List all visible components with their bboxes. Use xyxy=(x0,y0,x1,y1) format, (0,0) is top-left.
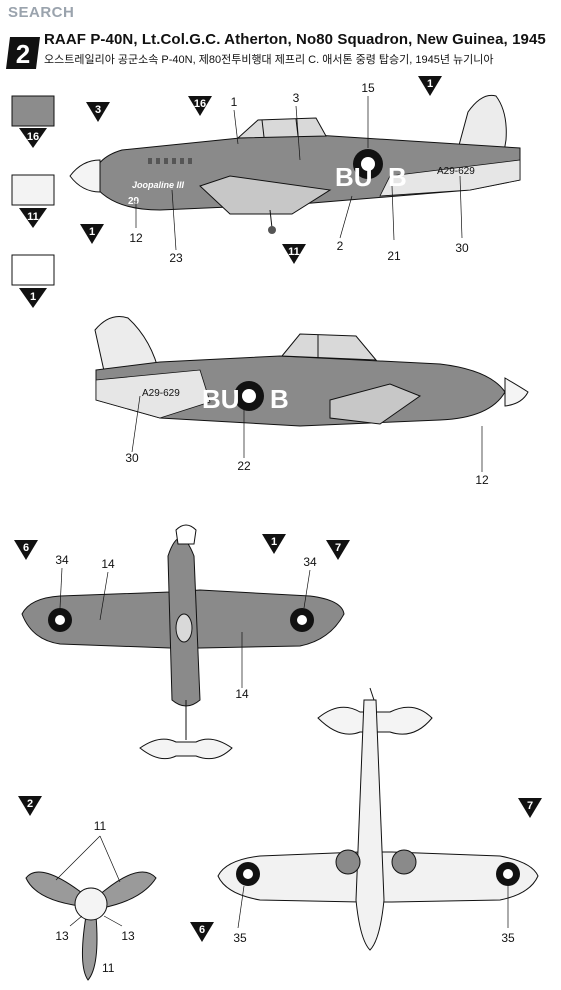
svg-text:7: 7 xyxy=(335,542,341,554)
svg-text:16: 16 xyxy=(194,98,206,110)
callout-13-right: 13 xyxy=(121,929,135,943)
wing xyxy=(329,383,422,425)
svg-text:11: 11 xyxy=(288,246,300,258)
swatch-16: 16 xyxy=(11,95,55,148)
callout-30-right: 30 xyxy=(125,451,139,465)
callout-3: 3 xyxy=(293,91,300,105)
scheme-number: 2 xyxy=(16,39,30,69)
watermark: SEARCH xyxy=(8,4,74,21)
callout-34-left: 34 xyxy=(55,553,69,567)
tri-callout-3: 3 xyxy=(86,102,110,122)
swatch-1-code: 1 xyxy=(30,291,36,303)
swatch-1: 1 xyxy=(11,254,55,308)
callout-14-left: 14 xyxy=(101,557,115,571)
svg-text:2: 2 xyxy=(27,798,33,810)
wing xyxy=(199,175,332,215)
canopy xyxy=(280,333,378,361)
nose-art: Joopaline III xyxy=(132,180,185,190)
watermark-part3: SEARCH xyxy=(8,4,75,21)
tri-callout-1-nose: 1 xyxy=(80,224,104,244)
callout-14-lower: 14 xyxy=(235,687,249,701)
tri-callout-6-bottom: 6 xyxy=(190,922,214,942)
tri-callout-7-bottom: 7 xyxy=(518,798,542,818)
code-letters-left: BU xyxy=(202,384,240,414)
callout-11-prop: 11 xyxy=(94,819,107,833)
tri-callout-7-top: 7 xyxy=(326,540,350,560)
callout-35-right: 35 xyxy=(501,931,515,945)
canopy xyxy=(236,117,327,139)
callout-30: 30 xyxy=(455,241,469,255)
callout-1: 1 xyxy=(231,95,238,109)
callout-22: 22 xyxy=(237,459,251,473)
callout-34-right: 34 xyxy=(303,555,317,569)
top-view xyxy=(21,524,345,760)
tri-callout-1-wing: 1 xyxy=(262,534,286,554)
scheme-title: RAAF P-40N, Lt.Col.G.C. Atherton, No80 S… xyxy=(44,31,546,48)
callout-15: 15 xyxy=(361,81,375,95)
scheme-subtitle: 오스트레일리아 공군소속 P-40N, 제80전투비행대 제프리 C. 애서톤 … xyxy=(44,54,494,66)
swatch-11: 11 xyxy=(11,174,55,228)
callout-11-hub: 11 xyxy=(102,961,115,975)
svg-text:1: 1 xyxy=(89,226,95,238)
svg-text:1: 1 xyxy=(271,536,277,548)
bottom-view xyxy=(217,687,539,951)
callout-2: 2 xyxy=(337,239,344,253)
callout-12-right: 12 xyxy=(475,473,489,487)
spinner xyxy=(504,377,529,407)
tri-callout-16: 16 xyxy=(188,96,212,116)
scheme-badge: 2 xyxy=(6,37,40,69)
tri-callout-2-prop: 2 xyxy=(18,796,42,816)
svg-text:3: 3 xyxy=(95,104,101,116)
callout-35-left: 35 xyxy=(233,931,247,945)
callout-21: 21 xyxy=(387,249,401,263)
nose-number: 29 xyxy=(474,416,486,427)
tri-callout-6-top: 6 xyxy=(14,540,38,560)
serial-number: A29-629 xyxy=(437,166,475,177)
code-letter-right: B xyxy=(388,162,407,192)
tri-callout-1-top: 1 xyxy=(418,76,442,96)
callout-12: 12 xyxy=(129,231,143,245)
code-letters-left: BU xyxy=(335,162,373,192)
callout-23: 23 xyxy=(169,251,183,265)
svg-text:6: 6 xyxy=(23,542,29,554)
propeller xyxy=(25,871,157,981)
svg-text:6: 6 xyxy=(199,924,205,936)
profile-left-side: BU B A29-629 29 Joopaline III xyxy=(69,94,521,234)
callout-13-left: 13 xyxy=(55,929,69,943)
swatch-11-code: 11 xyxy=(27,211,39,223)
nose-number: 29 xyxy=(128,196,140,207)
swatch-16-code: 16 xyxy=(27,131,39,143)
code-letter-right: B xyxy=(270,384,289,414)
tailplane-upper xyxy=(139,738,233,760)
spinner xyxy=(69,159,101,193)
serial-number: A29-629 xyxy=(142,388,180,399)
tri-callout-11: 11 xyxy=(282,244,306,264)
fuselage-lower xyxy=(355,699,385,951)
profile-right-side: BU B A29-629 29 xyxy=(94,316,529,427)
svg-text:1: 1 xyxy=(427,78,433,90)
svg-text:7: 7 xyxy=(527,800,533,812)
